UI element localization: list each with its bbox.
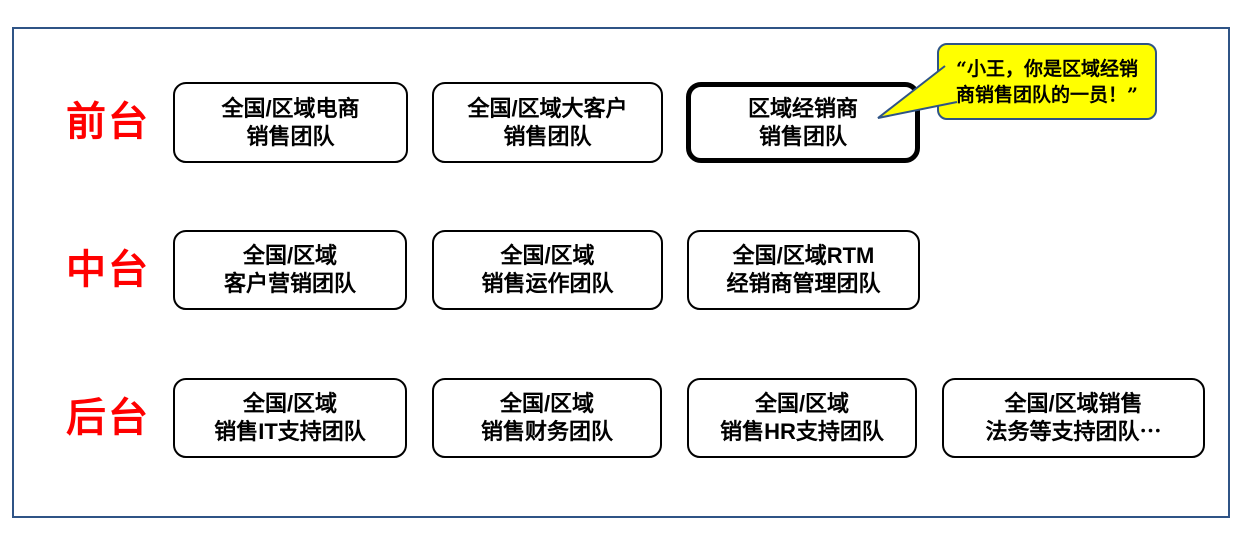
team-box-line: 全国/区域 (242, 391, 338, 416)
team-box-key-account-sales: 全国/区域大客户 销售团队 (432, 82, 663, 163)
team-box-line: 法务等支持团队⋯ (985, 419, 1162, 444)
team-box-line: 销售运作团队 (481, 271, 614, 296)
speech-bubble: “小王，你是区域经销 商销售团队的一员！” (937, 43, 1157, 120)
team-box-line: 销售IT支持团队 (214, 419, 366, 444)
team-box-sales-operations: 全国/区域 销售运作团队 (432, 230, 663, 310)
team-box-line: 销售团队 (758, 123, 847, 149)
team-box-line: 全国/区域大客户 (467, 95, 628, 121)
team-box-line: 销售HR支持团队 (720, 419, 884, 444)
team-box-line: 经销商管理团队 (726, 271, 881, 296)
row-label-front-office: 前台 (66, 100, 150, 144)
team-box-line: 销售团队 (246, 123, 335, 149)
team-box-ecommerce-sales: 全国/区域电商 销售团队 (173, 82, 408, 163)
team-box-sales-legal-support: 全国/区域销售 法务等支持团队⋯ (942, 378, 1205, 458)
team-box-line: 销售财务团队 (480, 419, 613, 444)
speech-bubble-line: 商销售团队的一员！” (956, 83, 1138, 106)
team-box-line: 客户营销团队 (223, 271, 356, 296)
team-box-regional-distributor-sales-highlighted: 区域经销商 销售团队 (686, 82, 920, 163)
team-box-line: 全国/区域 (242, 243, 338, 268)
speech-bubble-line: “小王，你是区域经销 (956, 57, 1138, 80)
team-box-rtm-distributor-management: 全国/区域RTM 经销商管理团队 (687, 230, 920, 310)
row-label-back-office: 后台 (66, 396, 150, 440)
team-box-customer-marketing: 全国/区域 客户营销团队 (173, 230, 407, 310)
team-box-sales-finance: 全国/区域 销售财务团队 (432, 378, 662, 458)
team-box-line: 销售团队 (503, 123, 592, 149)
row-label-middle-office: 中台 (66, 248, 150, 292)
team-box-line: 全国/区域 (500, 243, 595, 268)
team-box-sales-hr-support: 全国/区域 销售HR支持团队 (687, 378, 917, 458)
team-box-line: 全国/区域电商 (221, 95, 360, 121)
speech-bubble-tail (877, 65, 958, 119)
team-box-line: 区域经销商 (747, 95, 858, 121)
team-box-line: 全国/区域 (754, 391, 850, 416)
team-box-line: 全国/区域 (499, 391, 595, 416)
team-box-line: 全国/区域RTM (732, 243, 875, 268)
team-box-sales-it-support: 全国/区域 销售IT支持团队 (173, 378, 407, 458)
team-box-line: 全国/区域销售 (1004, 391, 1143, 416)
